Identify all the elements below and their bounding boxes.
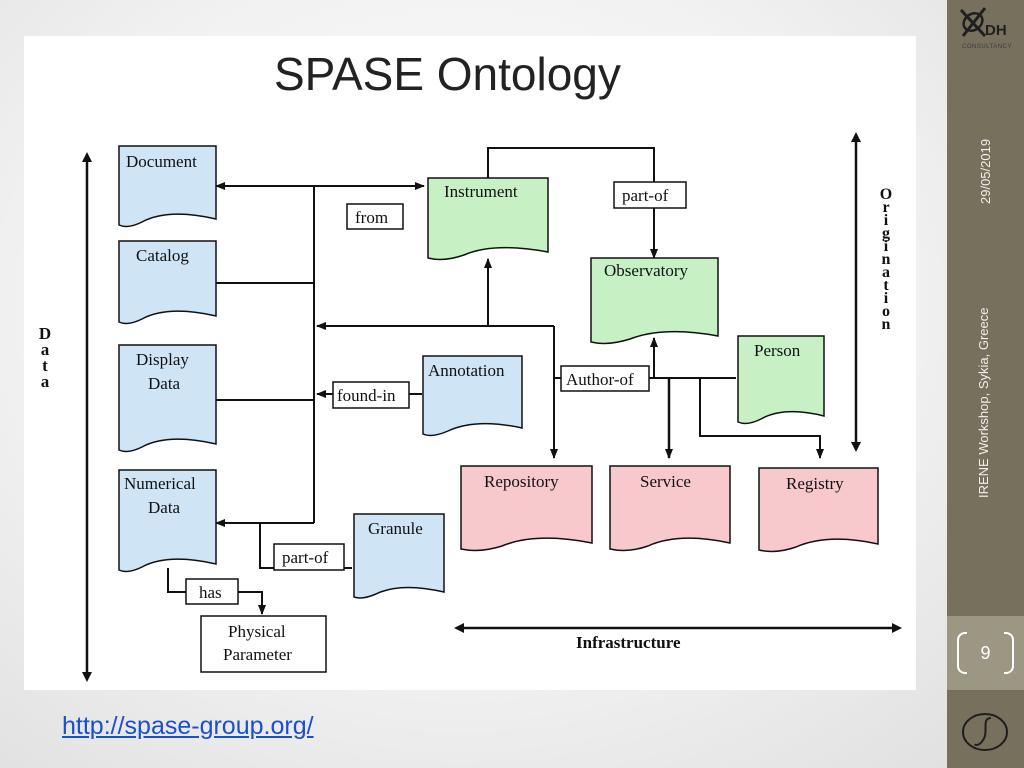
svg-text:Document: Document bbox=[126, 152, 197, 171]
svg-text:Parameter: Parameter bbox=[223, 645, 292, 664]
svg-text:from: from bbox=[355, 208, 388, 227]
spase-group-link[interactable]: http://spase-group.org/ bbox=[62, 712, 314, 740]
svg-text:part-of: part-of bbox=[622, 186, 669, 205]
svg-text:Annotation: Annotation bbox=[428, 361, 505, 380]
node-physical-parameter: Physical Parameter bbox=[200, 615, 327, 673]
slide-title: SPASE Ontology bbox=[274, 48, 621, 100]
node-repository: Repository bbox=[460, 465, 593, 552]
node-observatory: Observatory bbox=[590, 257, 719, 345]
svg-text:Granule: Granule bbox=[368, 519, 423, 538]
node-numerical-data: Numerical Data bbox=[118, 469, 217, 573]
relation-author-of: Author-of bbox=[560, 365, 650, 392]
page-number-box bbox=[947, 616, 1024, 690]
svg-text:Registry: Registry bbox=[786, 474, 844, 493]
slide-content-panel: SPASE Ontology Data Origination Infrastr… bbox=[24, 36, 916, 690]
slide-date: 29/05/2019 bbox=[978, 138, 993, 204]
svg-text:Data: Data bbox=[148, 374, 181, 393]
relation-found-in: found-in bbox=[332, 381, 410, 409]
svg-text:Repository: Repository bbox=[484, 472, 559, 491]
dh-consultancy-logo-icon bbox=[959, 7, 987, 38]
data-group-label: Data bbox=[36, 324, 55, 388]
right-brace-icon bbox=[1004, 632, 1014, 674]
relation-from: from bbox=[346, 203, 404, 230]
node-registry: Registry bbox=[758, 467, 879, 553]
svg-text:Display: Display bbox=[136, 350, 189, 369]
node-service: Service bbox=[609, 465, 731, 552]
svg-text:Service: Service bbox=[640, 472, 691, 491]
svg-text:Physical: Physical bbox=[228, 622, 286, 641]
svg-text:Person: Person bbox=[754, 341, 801, 360]
node-document: Document bbox=[118, 145, 217, 228]
workshop-name: IRENE Workshop, Sykia, Greece bbox=[976, 307, 991, 499]
node-instrument: Instrument bbox=[427, 177, 549, 261]
infrastructure-group-label: Infrastructure bbox=[576, 633, 681, 652]
logo-subtext: CONSULTANCY bbox=[962, 44, 1012, 50]
svg-text:found-in: found-in bbox=[337, 386, 396, 405]
node-display-data: Display Data bbox=[118, 344, 217, 453]
origination-axis bbox=[851, 132, 861, 452]
relation-has: has bbox=[185, 578, 239, 605]
spase-ontology-diagram: SPASE Ontology Data Origination Infrastr… bbox=[36, 48, 902, 682]
relation-part-of-top: part-of bbox=[613, 181, 687, 209]
infrastructure-axis bbox=[454, 623, 902, 633]
page-number: 9 bbox=[980, 643, 991, 663]
node-granule: Granule bbox=[353, 513, 445, 599]
node-annotation: Annotation bbox=[422, 355, 523, 437]
left-brace-icon bbox=[957, 632, 967, 674]
data-axis bbox=[82, 152, 92, 682]
svg-text:Instrument: Instrument bbox=[444, 182, 518, 201]
relation-part-of-bottom: part-of bbox=[273, 543, 345, 571]
node-catalog: Catalog bbox=[118, 240, 217, 325]
svg-text:Observatory: Observatory bbox=[604, 261, 689, 280]
emblem-icon bbox=[962, 713, 1008, 751]
logo-text: DH bbox=[985, 22, 1007, 39]
svg-text:Numerical: Numerical bbox=[124, 474, 196, 493]
svg-text:Catalog: Catalog bbox=[136, 246, 189, 265]
svg-text:has: has bbox=[199, 583, 222, 602]
node-person: Person bbox=[737, 335, 825, 425]
svg-text:part-of: part-of bbox=[282, 548, 329, 567]
svg-text:Author-of: Author-of bbox=[566, 370, 634, 389]
origination-group-label: Origination bbox=[878, 186, 895, 329]
svg-text:Data: Data bbox=[148, 498, 181, 517]
